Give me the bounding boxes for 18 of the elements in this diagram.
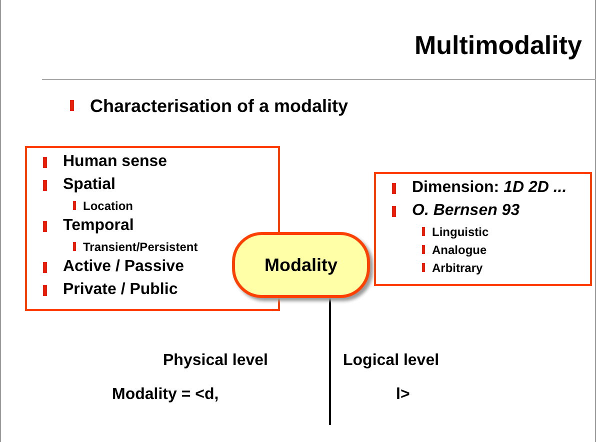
bullet-item: Arbitrary (422, 262, 590, 280)
list-box (374, 172, 592, 286)
bullet-item: Spatial (43, 177, 278, 200)
slide-title: Multimodality (414, 30, 582, 61)
formula-text: l> (396, 386, 410, 404)
level-label: Logical level (343, 352, 440, 370)
rounded-box (232, 232, 370, 298)
bullet-item: O. Bernsen 93 (392, 203, 590, 226)
box-label: Modality (264, 254, 338, 276)
formula-text: Modality = <d, (112, 386, 219, 404)
bullet-item: Characterisation of a modality (70, 97, 596, 115)
bullet-item: Analogue (422, 244, 590, 262)
bullet-item: Human sense (43, 154, 278, 177)
bullet-item: Dimension: 1D 2D ... (392, 180, 590, 203)
bullet-item: Location (73, 200, 278, 218)
bullet-item: Linguistic (422, 226, 590, 244)
bullet-item: Temporal (43, 218, 278, 241)
level-label: Physical level (163, 352, 268, 370)
